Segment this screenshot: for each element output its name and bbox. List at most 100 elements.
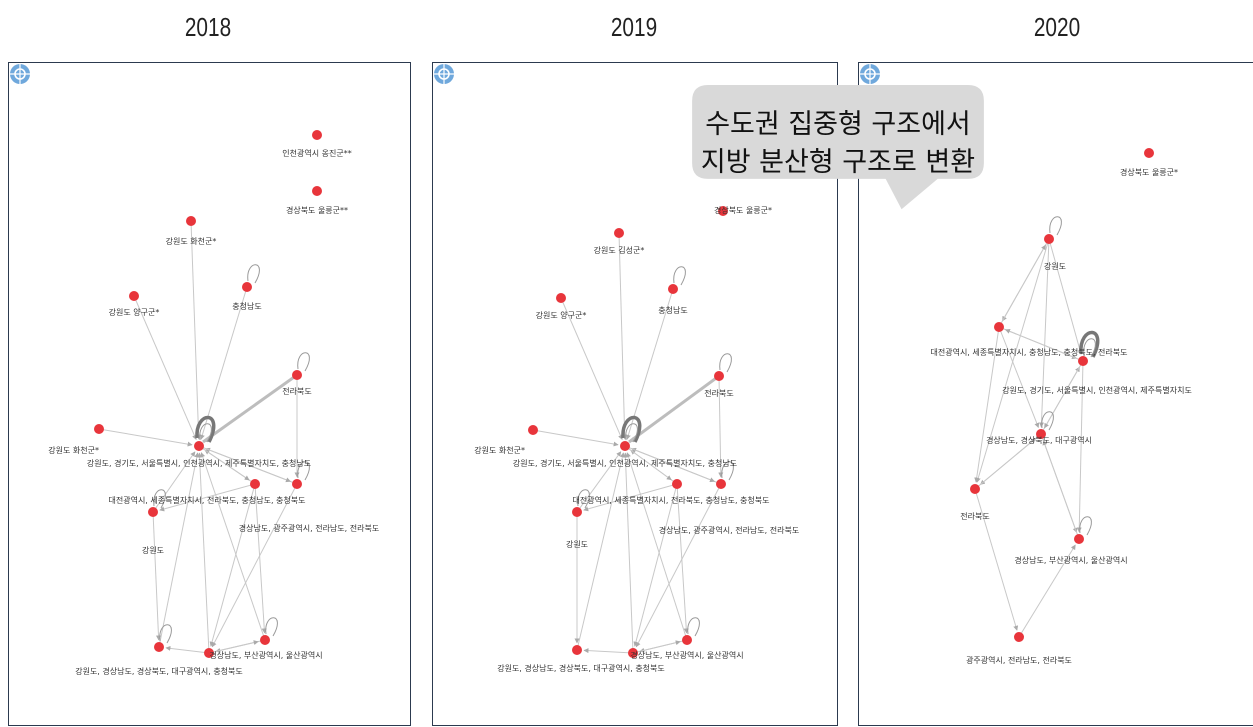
network-node[interactable] bbox=[1074, 534, 1084, 544]
network-node[interactable] bbox=[714, 371, 724, 381]
node-label: 충청남도 bbox=[658, 306, 687, 315]
network-edge-bold bbox=[195, 415, 216, 443]
network-node[interactable] bbox=[556, 293, 566, 303]
node-label: 강원도 김성군* bbox=[594, 245, 645, 255]
node-label: 대전광역시, 세종특별자치시, 충청남도, 충청북도, 전라북도 bbox=[931, 347, 1128, 357]
network-node[interactable] bbox=[312, 130, 322, 140]
node-label: 강원도, 경상남도, 경상북도, 대구광역시, 충청북도 bbox=[497, 663, 665, 673]
self-loop-edge bbox=[153, 489, 166, 509]
network-edge bbox=[198, 445, 291, 483]
network-edge bbox=[624, 445, 715, 483]
node-label: 전라북도 bbox=[960, 511, 989, 521]
node-label: 강원도 화천군* bbox=[474, 445, 525, 455]
node-label: 대전광역시, 세종특별자치시, 전라북도, 충청남도, 충청북도 bbox=[573, 495, 770, 505]
network-edge bbox=[200, 452, 266, 641]
network-node[interactable] bbox=[292, 479, 302, 489]
network-edge bbox=[583, 483, 678, 512]
network-node[interactable] bbox=[292, 370, 302, 380]
network-node[interactable] bbox=[148, 507, 158, 517]
node-label: 강원도, 경기도, 서울특별시, 인천광역시, 제주특별자치도, 충청남도 bbox=[513, 458, 737, 468]
self-loop-edge bbox=[687, 617, 700, 637]
network-node[interactable] bbox=[242, 282, 252, 292]
node-label: 대전광역시, 세종특별자치시, 전라북도, 충청남도, 충청북도 bbox=[109, 495, 306, 505]
network-node[interactable] bbox=[1014, 632, 1024, 642]
network-node[interactable] bbox=[718, 206, 728, 216]
network-node[interactable] bbox=[572, 507, 582, 517]
self-loop-edge bbox=[297, 352, 310, 372]
network-node[interactable] bbox=[572, 645, 582, 655]
network-edge bbox=[974, 438, 1037, 490]
network-node[interactable] bbox=[204, 648, 214, 658]
network-edge bbox=[975, 238, 1050, 483]
network-edge bbox=[974, 326, 1000, 483]
self-loop-edge bbox=[199, 423, 212, 443]
network-edge bbox=[635, 483, 722, 648]
network-edge bbox=[254, 483, 267, 634]
network-edge bbox=[560, 297, 623, 441]
network-node[interactable] bbox=[628, 648, 638, 658]
self-loop-edge bbox=[1041, 411, 1054, 431]
network-edge bbox=[974, 488, 1019, 631]
globe-icon[interactable] bbox=[433, 63, 455, 85]
globe-icon[interactable] bbox=[859, 63, 881, 85]
node-label: 충청남도 bbox=[232, 302, 261, 311]
node-label: 경상북도 울릉군* bbox=[1120, 167, 1178, 177]
network-edge bbox=[1018, 544, 1076, 638]
network-node[interactable] bbox=[620, 441, 630, 451]
network-node[interactable] bbox=[94, 424, 104, 434]
network-node[interactable] bbox=[716, 479, 726, 489]
network-edge bbox=[165, 645, 210, 654]
node-label: 강원도 화천군* bbox=[166, 236, 217, 246]
network-edge bbox=[624, 445, 672, 481]
network-node[interactable] bbox=[250, 479, 260, 489]
network-edge bbox=[159, 483, 256, 512]
network-edge bbox=[632, 640, 681, 654]
network-node[interactable] bbox=[1078, 356, 1088, 366]
network-node[interactable] bbox=[682, 635, 692, 645]
network-node[interactable] bbox=[528, 425, 538, 435]
network-node[interactable] bbox=[194, 441, 204, 451]
globe-icon[interactable] bbox=[9, 63, 31, 85]
network-edge bbox=[676, 483, 689, 634]
node-label: 강원도, 경상남도, 경상북도, 대구광역시, 충청북도 bbox=[75, 666, 243, 676]
network-node[interactable] bbox=[672, 479, 682, 489]
network-edge bbox=[576, 452, 625, 651]
node-label: 경상남도, 경상북도, 대구광역시 bbox=[986, 435, 1092, 445]
network-edge bbox=[618, 232, 628, 440]
self-loop-edge bbox=[1079, 516, 1092, 536]
network-node[interactable] bbox=[1144, 148, 1154, 158]
node-label: 강원도 양구군* bbox=[109, 307, 160, 317]
node-label: 강원도, 경기도, 서울특별시, 인천광역시, 제주특별자치도 bbox=[1002, 385, 1192, 395]
callout-bubble bbox=[692, 85, 984, 210]
network-node[interactable] bbox=[129, 291, 139, 301]
network-edge bbox=[98, 428, 193, 447]
self-loop-edge bbox=[1083, 338, 1096, 358]
network-node[interactable] bbox=[312, 186, 322, 196]
network-node[interactable] bbox=[1044, 234, 1054, 244]
network-edge bbox=[152, 511, 161, 641]
network-edge bbox=[198, 445, 250, 481]
network-node[interactable] bbox=[1036, 429, 1046, 439]
network-node[interactable] bbox=[614, 228, 624, 238]
self-loop-edge bbox=[159, 624, 172, 644]
network-node[interactable] bbox=[154, 642, 164, 652]
network-edge bbox=[197, 452, 210, 654]
network-edge-bold bbox=[621, 415, 642, 443]
network-edge-bold bbox=[1079, 330, 1100, 358]
network-node[interactable] bbox=[186, 216, 196, 226]
network-edge bbox=[576, 451, 622, 513]
network-edge-bold bbox=[202, 373, 298, 444]
network-node[interactable] bbox=[994, 322, 1004, 332]
self-loop-edge bbox=[721, 461, 734, 481]
network-node[interactable] bbox=[260, 635, 270, 645]
network-edge bbox=[211, 483, 298, 648]
node-label: 경상북도 울릉군** bbox=[286, 205, 348, 215]
network-node[interactable] bbox=[668, 284, 678, 294]
network-edge bbox=[625, 288, 674, 440]
network-edge bbox=[622, 452, 634, 654]
network-edge bbox=[152, 451, 196, 513]
node-label: 경상북도 울릉군* bbox=[714, 205, 772, 215]
network-node[interactable] bbox=[970, 484, 980, 494]
network-edge bbox=[209, 483, 256, 647]
